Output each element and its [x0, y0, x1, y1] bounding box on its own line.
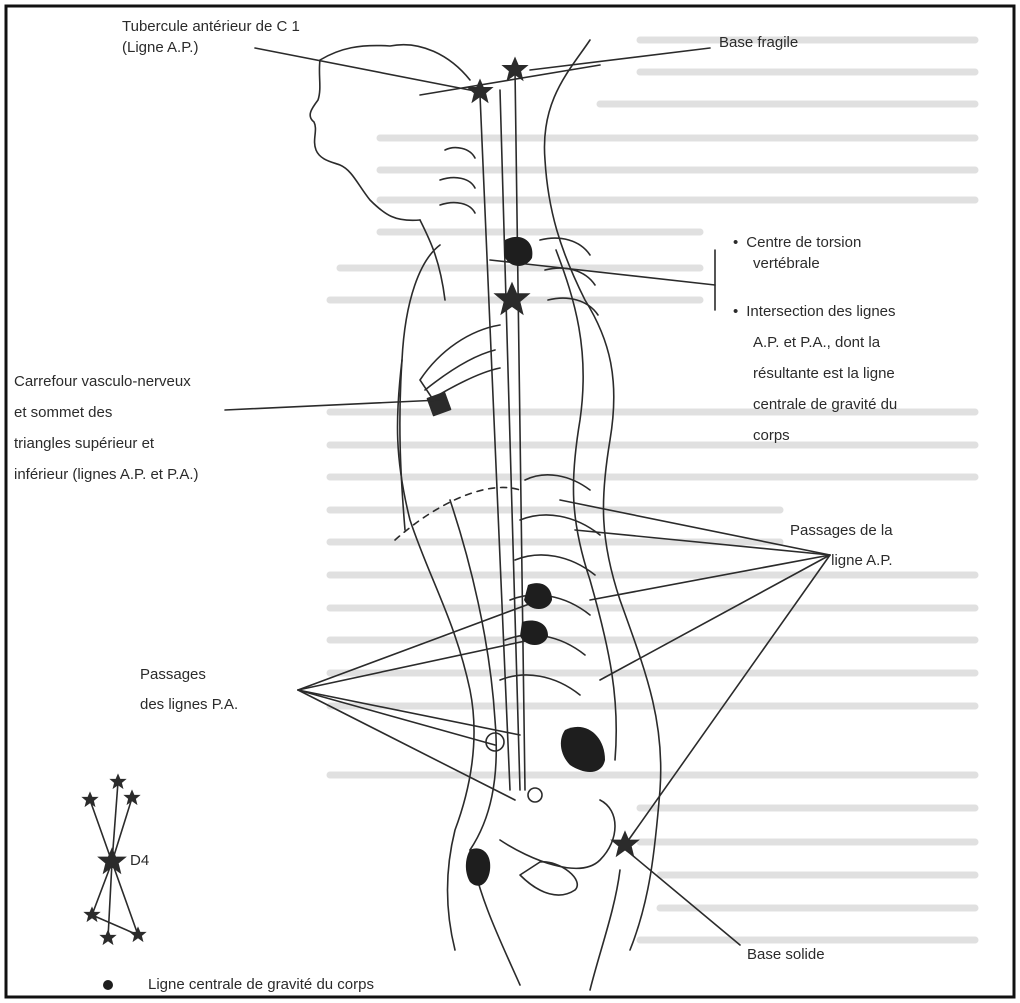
label-base-solide: Base solide — [747, 944, 825, 965]
label-carrefour-line-3: triangles supérieur et — [14, 428, 199, 459]
label-intersection-line-4: centrale de gravité du — [733, 389, 897, 420]
label-tubercule-line-2: (Ligne A.P.) — [122, 37, 300, 58]
star-intersection — [496, 284, 529, 314]
inset-star-2 — [124, 790, 139, 804]
label-centre-torsion-line-1: Centre de torsion — [733, 232, 861, 253]
legend-label: Ligne centrale de gravité du corps — [148, 974, 374, 995]
inset-star-6 — [100, 930, 115, 944]
label-intersection: Intersection des lignes A.P. et P.A., do… — [733, 296, 897, 451]
pa-pointer-5 — [298, 690, 495, 745]
vertebra-block-3 — [504, 237, 532, 266]
circle-mark-1 — [486, 733, 504, 751]
pelvis-curve — [500, 800, 615, 868]
label-centre-torsion-line-2: vertébrale — [733, 253, 861, 274]
legend-dot — [103, 980, 113, 990]
inset-star-4 — [84, 907, 99, 921]
label-base-fragile: Base fragile — [719, 32, 798, 53]
sacrum-shape — [561, 727, 605, 772]
inset-star-1 — [82, 792, 97, 806]
base-fragile-pointer — [530, 48, 710, 70]
circle-mark-2 — [528, 788, 542, 802]
label-carrefour-line-2: et sommet des — [14, 397, 199, 428]
vertebra-block-1 — [524, 583, 552, 609]
label-centre-torsion: Centre de torsion vertébrale — [733, 232, 861, 274]
label-d4: D4 — [130, 850, 149, 871]
label-carrefour-line-1: Carrefour vasculo-nerveux — [14, 366, 199, 397]
head-profile — [310, 45, 470, 221]
label-intersection-line-5: corps — [733, 420, 897, 451]
inset-line-5 — [112, 862, 138, 935]
star-base-solide — [612, 832, 638, 856]
pa-pointer-3 — [298, 690, 520, 735]
label-intersection-line-1: Intersection des lignes — [733, 296, 897, 327]
label-carrefour-line-4: inférieur (lignes A.P. et P.A.) — [14, 459, 199, 490]
ap-pointer-5 — [625, 555, 830, 845]
back-contour — [544, 40, 660, 950]
inset-star-5 — [130, 927, 145, 941]
inset-line-1 — [90, 800, 112, 862]
label-passages-ap: Passages de la ligne A.P. — [790, 516, 893, 576]
inset-line-6 — [108, 862, 112, 938]
label-passages-pa: Passages des lignes P.A. — [140, 660, 238, 720]
pelvis-inner — [520, 862, 577, 895]
label-intersection-line-2: A.P. et P.A., dont la — [733, 327, 897, 358]
label-passages-pa-line-2: des lignes P.A. — [140, 690, 238, 720]
frame-border — [6, 6, 1014, 997]
pubic-shape — [466, 848, 490, 885]
label-passages-ap-line-2: ligne A.P. — [790, 546, 893, 576]
label-carrefour: Carrefour vasculo-nerveux et sommet des … — [14, 366, 199, 490]
label-tubercule: Tubercule antérieur de C 1 (Ligne A.P.) — [122, 16, 300, 58]
label-tubercule-line-1: Tubercule antérieur de C 1 — [122, 16, 300, 37]
label-passages-pa-line-1: Passages — [140, 660, 238, 690]
label-intersection-line-3: résultante est la ligne — [733, 358, 897, 389]
label-passages-ap-line-1: Passages de la — [790, 516, 893, 546]
leg-back — [590, 870, 620, 990]
